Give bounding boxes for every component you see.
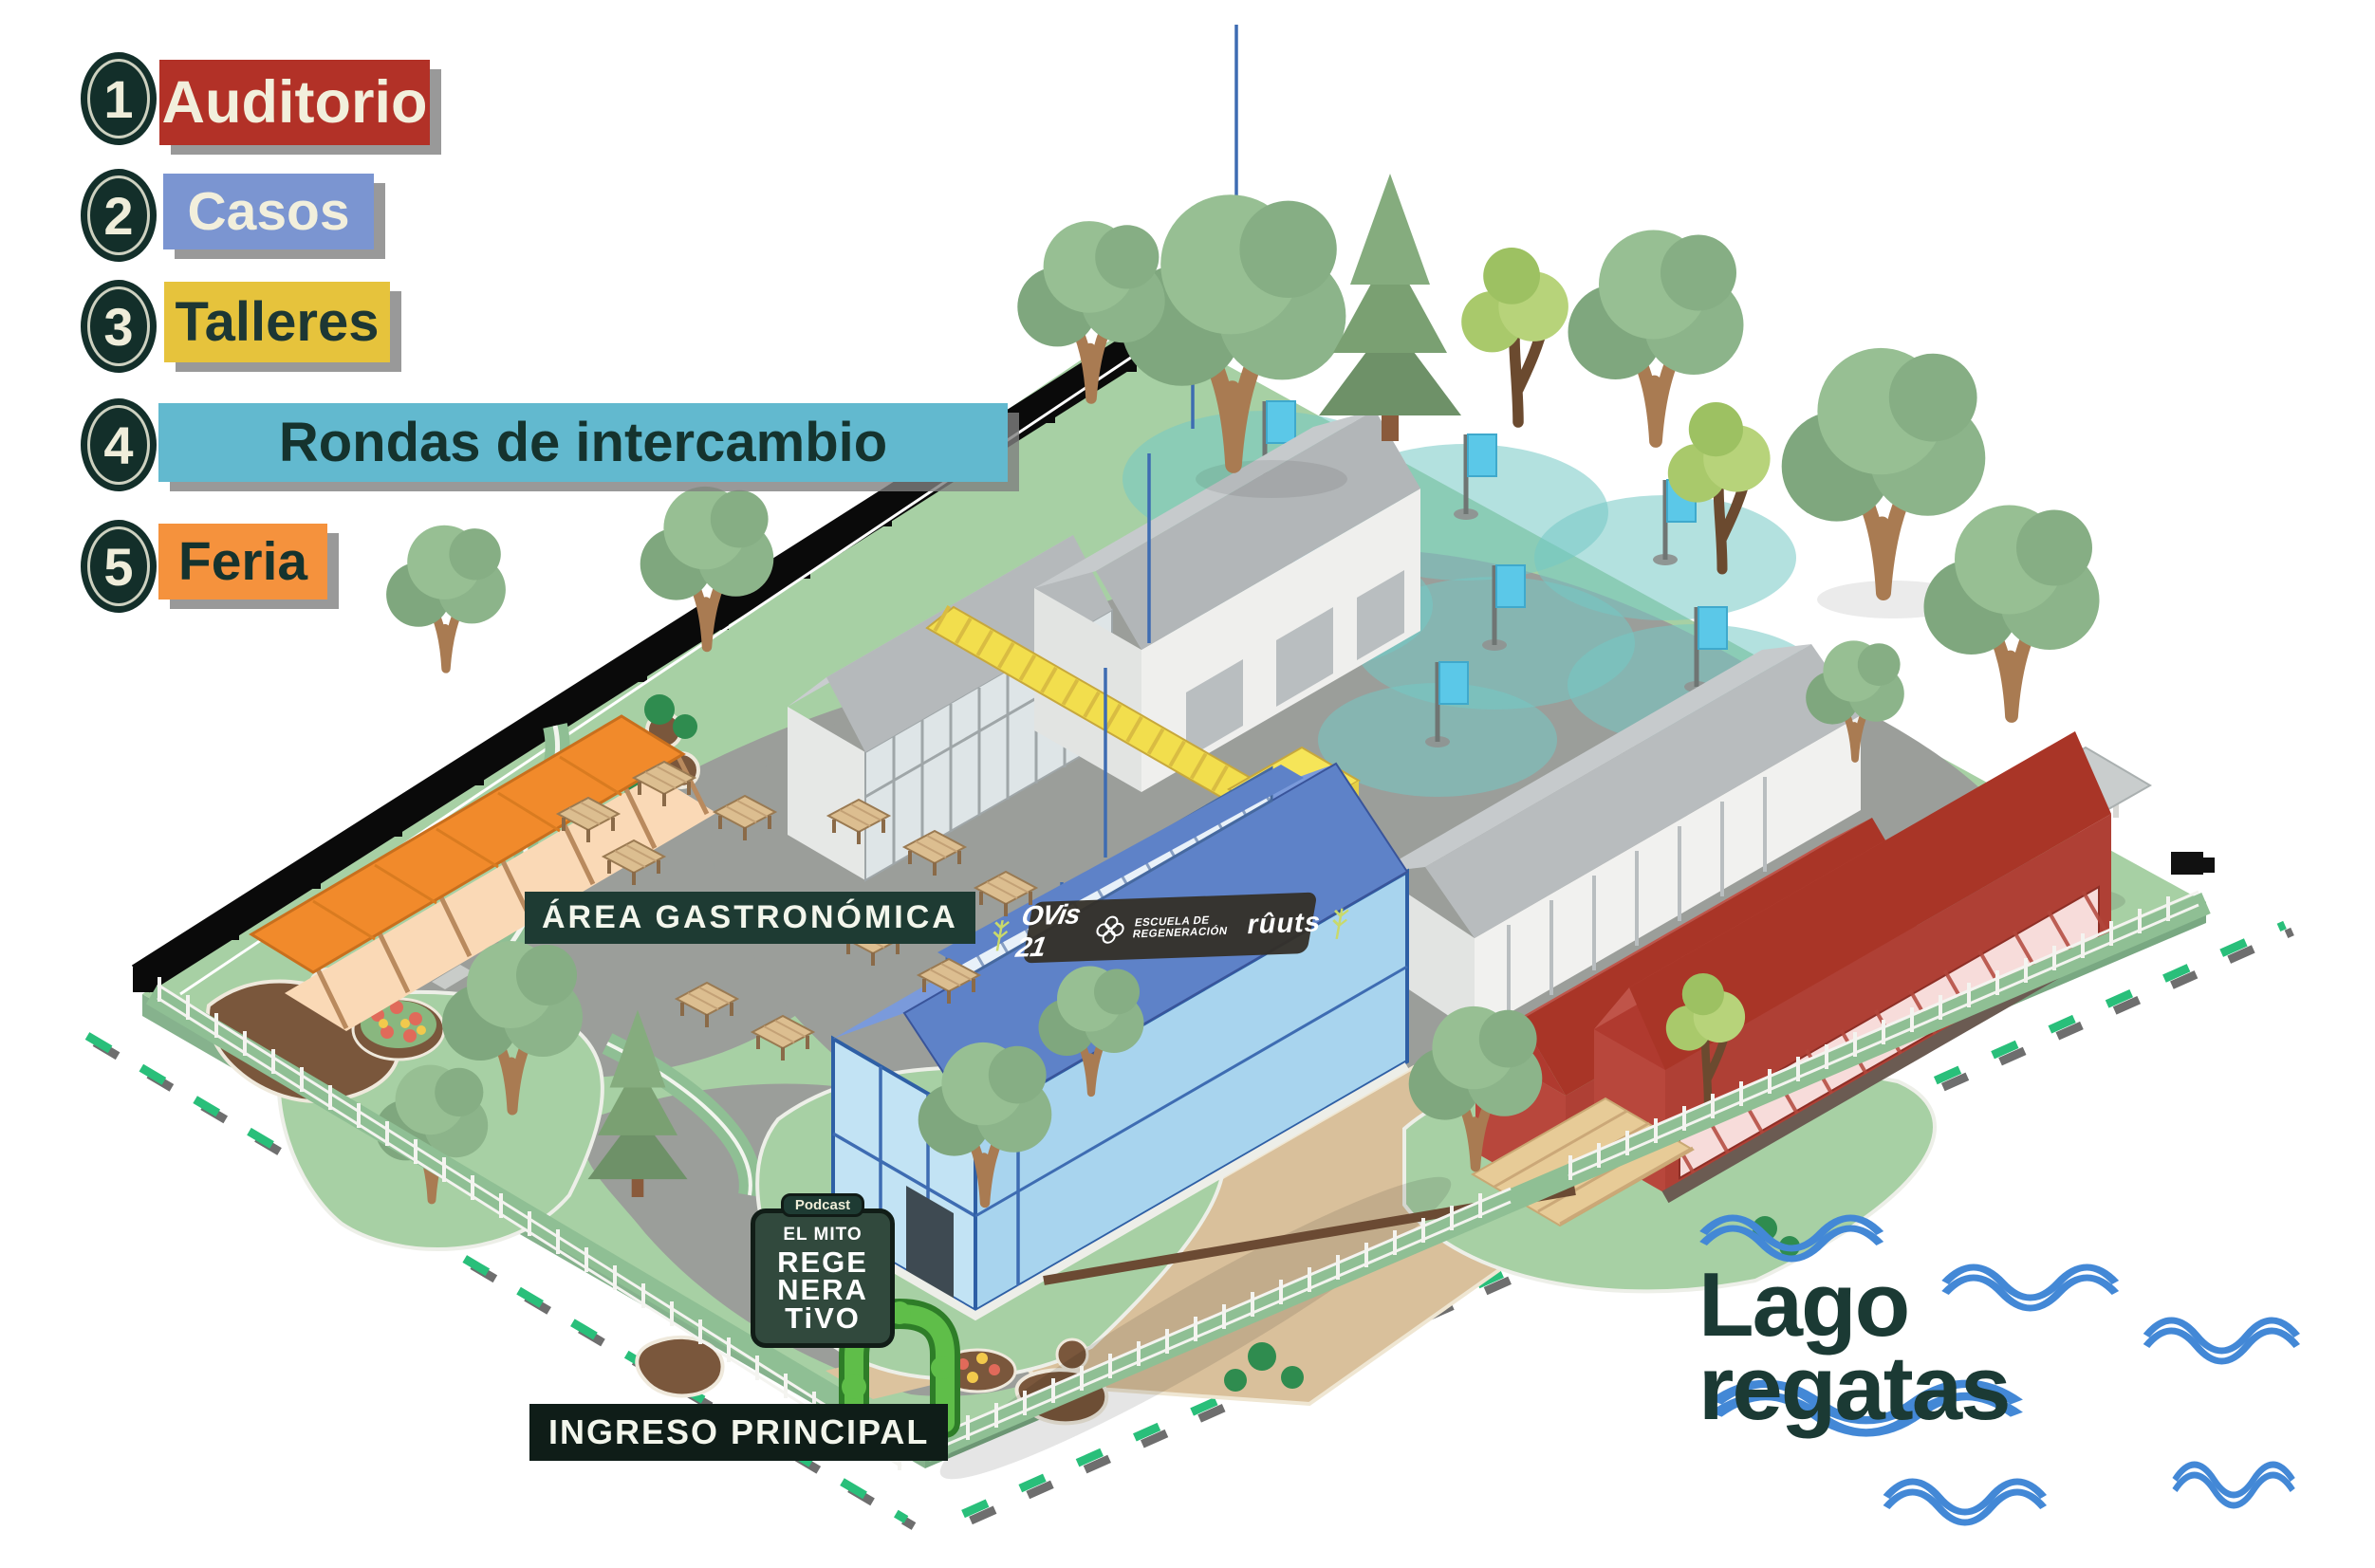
- main-buildings-gray: [788, 410, 2152, 1033]
- perimeter-fence: [145, 890, 2211, 1470]
- legend-number: 1: [103, 68, 134, 129]
- ovis21-logo-text: OVis 21: [1013, 899, 1083, 964]
- sponsor-banner: OVis 21 ESCUELA DE REGENERACIÓN rûuts: [993, 892, 1349, 964]
- podcast-tag: Podcast: [780, 1193, 865, 1217]
- legend-label: Auditorio: [161, 69, 428, 136]
- legend-badge-3: 3: [81, 280, 157, 373]
- legend-number: 4: [103, 415, 134, 475]
- legend-item-rondas: Rondas de intercambio: [158, 403, 1008, 482]
- trees: [376, 174, 2100, 1203]
- flower-bed: [351, 997, 446, 1061]
- podcast-badge: Podcast EL MITO REGE NERA TiVO: [751, 1193, 895, 1349]
- legend-label: Rondas de intercambio: [278, 412, 888, 473]
- legend-badge-2: 2: [81, 169, 157, 262]
- legend-label: Feria: [177, 531, 308, 592]
- lake-label: Lago regatas: [1698, 1254, 2012, 1440]
- banner-divider: [1083, 913, 1090, 949]
- ruuts-logo-text: rûuts: [1244, 906, 1325, 940]
- legend-badge-5: 5: [81, 520, 157, 613]
- ingreso-principal-label: INGRESO PRINCIPAL: [529, 1404, 949, 1461]
- legend-number: 2: [103, 185, 134, 246]
- legend-number: 5: [103, 536, 134, 597]
- legend-item-feria: Feria: [158, 524, 327, 600]
- boundary-dashes: [84, 920, 2294, 1530]
- legend: 1 Auditorio 2 Casos 3 Talleres 4 Rondas …: [0, 0, 1044, 626]
- podcast-logo: EL MITO REGE NERA TiVO: [751, 1208, 895, 1349]
- legend-item-talleres: Talleres: [164, 282, 390, 362]
- legend-label: Talleres: [175, 291, 380, 353]
- corner-marker: [2171, 852, 2215, 875]
- sprig-icon: [1327, 902, 1353, 941]
- legend-item-casos: Casos: [163, 174, 374, 249]
- legend-badge-1: 1: [81, 52, 157, 145]
- area-gastronomica-label: ÁREA GASTRONÓMICA: [525, 892, 975, 944]
- banner-divider: [1234, 908, 1241, 943]
- knot-icon: [1093, 915, 1126, 945]
- lake-label-line2: regatas: [1698, 1337, 2012, 1440]
- feria-canopy: [249, 714, 716, 1031]
- legend-number: 3: [103, 296, 134, 357]
- legend-item-auditorio: Auditorio: [159, 60, 430, 145]
- legend-badge-4: 4: [81, 398, 157, 491]
- legend-label: Casos: [187, 181, 350, 242]
- escuela-regeneracion-logo-text: ESCUELA DE REGENERACIÓN: [1131, 914, 1229, 941]
- sprig-icon: [987, 914, 1012, 953]
- lake-label-line1: Lago: [1698, 1254, 1910, 1356]
